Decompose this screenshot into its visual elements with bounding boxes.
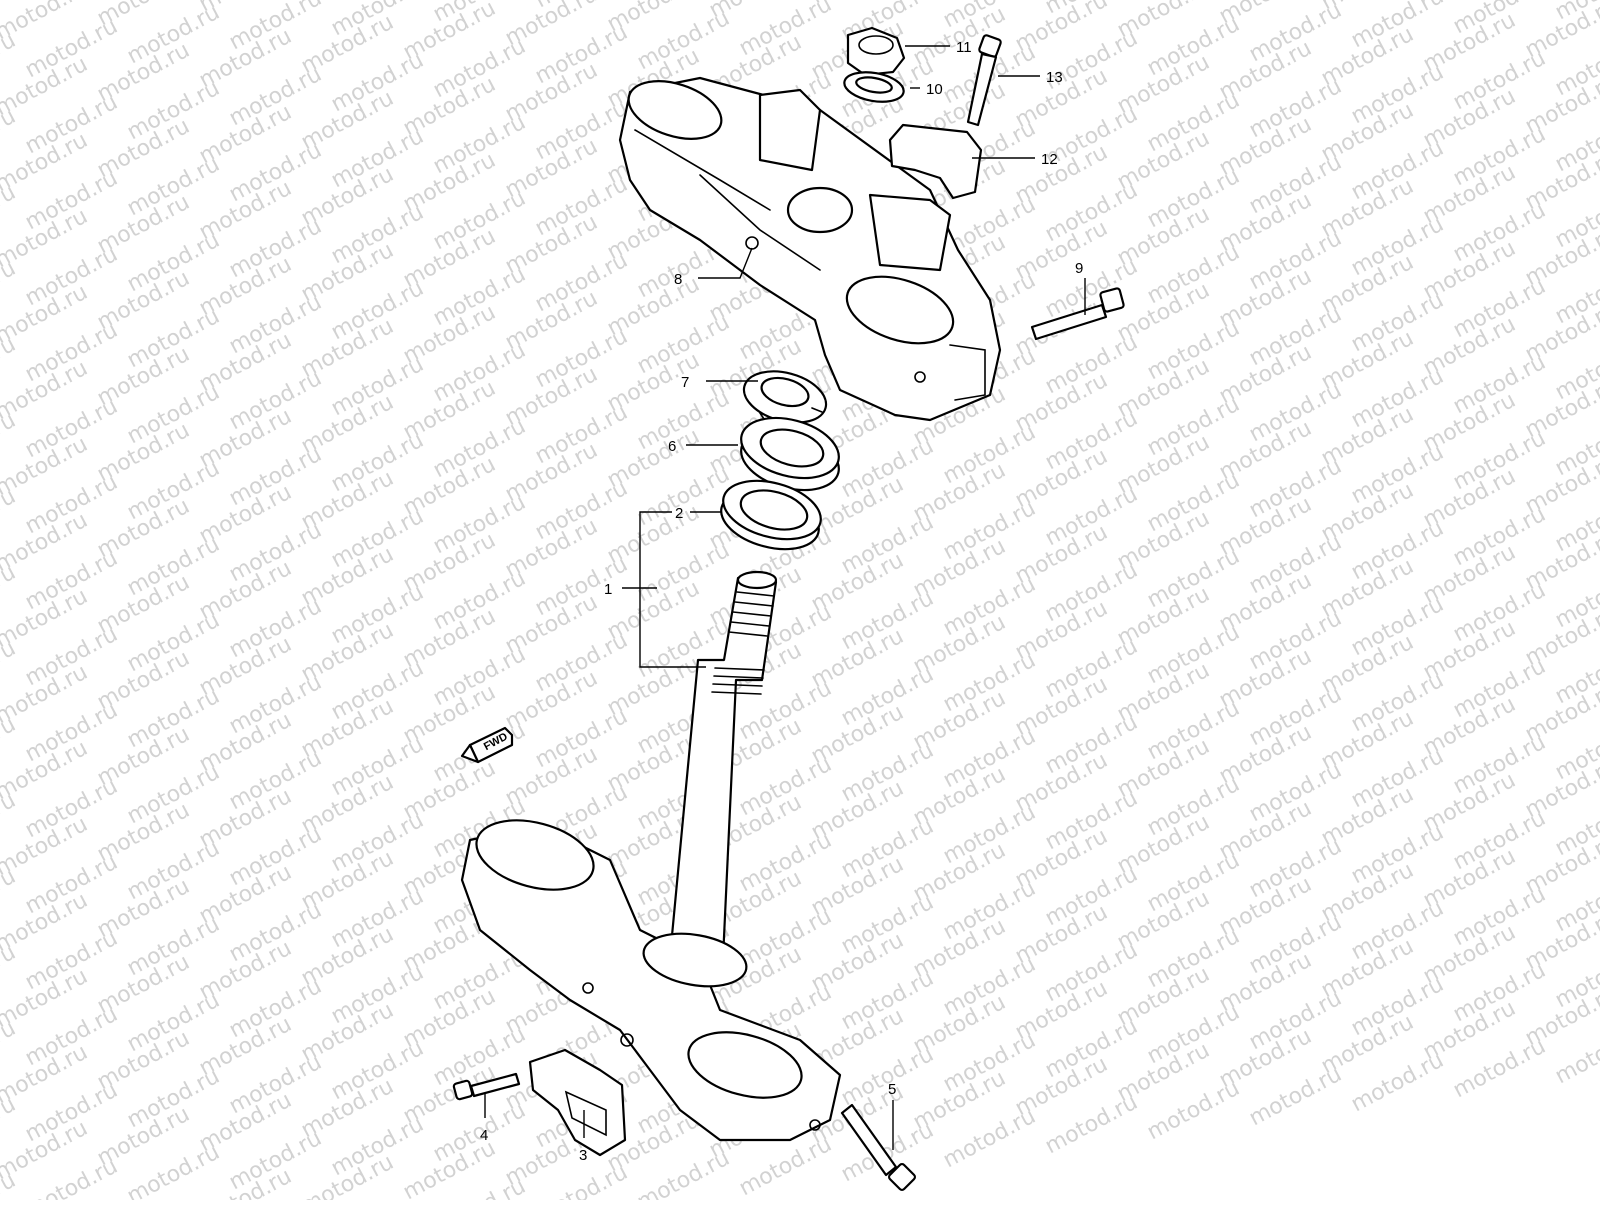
callout-8: 8 <box>674 271 682 288</box>
washer <box>843 71 905 103</box>
upper-clamp-bolt <box>1030 287 1125 341</box>
lower-bearing <box>720 479 822 551</box>
callout-5: 5 <box>888 1081 896 1098</box>
fwd-direction-marker: FWD <box>460 726 514 764</box>
upper-bearing <box>740 416 840 492</box>
holder-bolt <box>966 34 1002 127</box>
callout-2: 2 <box>675 505 683 522</box>
stem-head-nut <box>846 26 906 77</box>
handlebar-holder <box>888 123 983 200</box>
callout-10: 10 <box>926 81 943 98</box>
brake-hose-guide <box>528 1048 627 1157</box>
callout-6: 6 <box>668 438 676 455</box>
callout-7: 7 <box>681 374 689 391</box>
callout-12: 12 <box>1041 151 1058 168</box>
guide-bolt <box>452 1072 521 1101</box>
callout-3: 3 <box>579 1147 587 1164</box>
callout-9: 9 <box>1075 260 1083 277</box>
callout-13: 13 <box>1046 69 1063 86</box>
lower-bracket <box>460 819 842 1142</box>
callout-1: 1 <box>604 581 612 598</box>
lower-clamp-bolt <box>840 1103 916 1191</box>
callout-layer: 1 2 3 4 5 6 7 8 9 10 11 12 13 <box>480 39 1086 1164</box>
callout-4: 4 <box>480 1127 488 1144</box>
callout-11: 11 <box>956 39 972 56</box>
upper-bracket <box>618 76 1002 422</box>
